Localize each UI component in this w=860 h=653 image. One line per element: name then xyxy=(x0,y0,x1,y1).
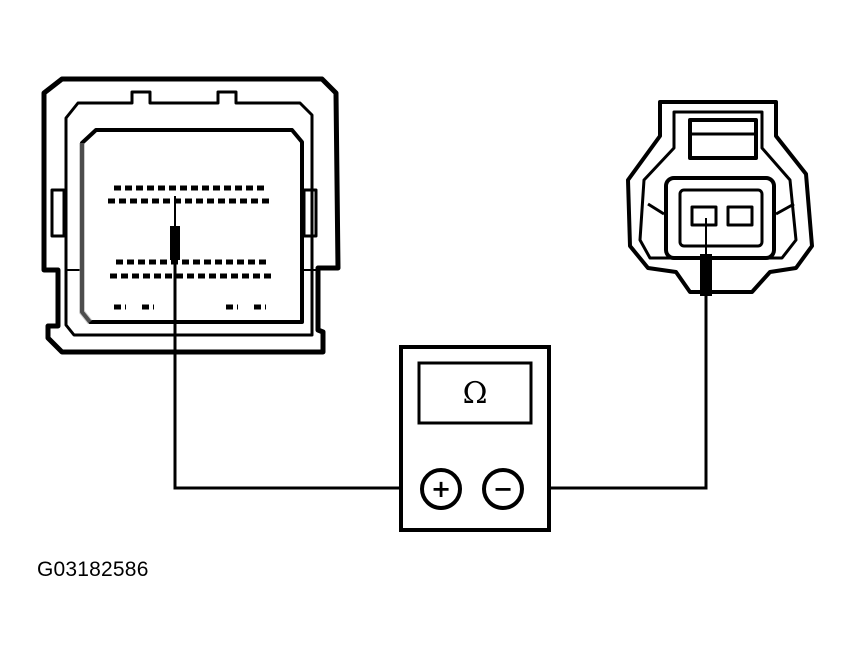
positive-terminal-label: + xyxy=(431,475,451,503)
ohmmeter: Ω + − xyxy=(399,345,551,532)
negative-lead xyxy=(520,296,708,490)
positive-lead xyxy=(173,260,420,490)
negative-terminal xyxy=(482,468,524,510)
positive-terminal xyxy=(420,468,462,510)
right-probe xyxy=(700,218,712,296)
ohm-symbol: Ω xyxy=(463,376,488,411)
sensor-connector xyxy=(626,100,814,294)
negative-terminal-label: − xyxy=(493,475,513,503)
test-leads xyxy=(173,260,708,490)
ecu-pin-rows xyxy=(108,185,272,310)
ecu-connector xyxy=(41,76,341,355)
figure-id: G03182586 xyxy=(37,558,149,581)
meter-display xyxy=(417,361,533,425)
left-probe xyxy=(170,196,180,260)
